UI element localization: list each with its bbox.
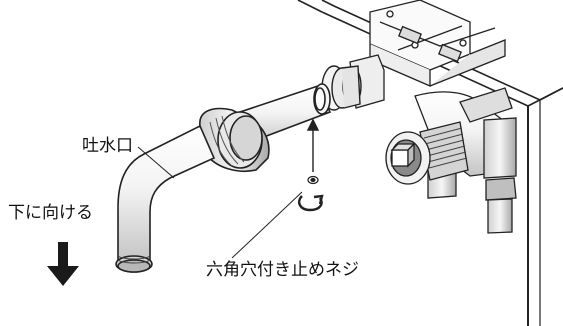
down-arrow-icon	[47, 242, 79, 286]
point-down-label: 下に向ける	[8, 203, 93, 223]
spout-label: 吐水口	[82, 136, 133, 156]
set-screw	[307, 175, 319, 185]
spout-socket	[321, 65, 362, 111]
leader-lines	[137, 146, 303, 259]
set-screw-label: 六角穴付き止めネジ	[206, 260, 359, 280]
insert-arrow	[306, 118, 320, 172]
rotate-arrow-icon	[298, 194, 324, 212]
spout	[115, 83, 332, 273]
valve-assembly	[349, 54, 517, 234]
mounting-bracket	[369, 0, 506, 87]
